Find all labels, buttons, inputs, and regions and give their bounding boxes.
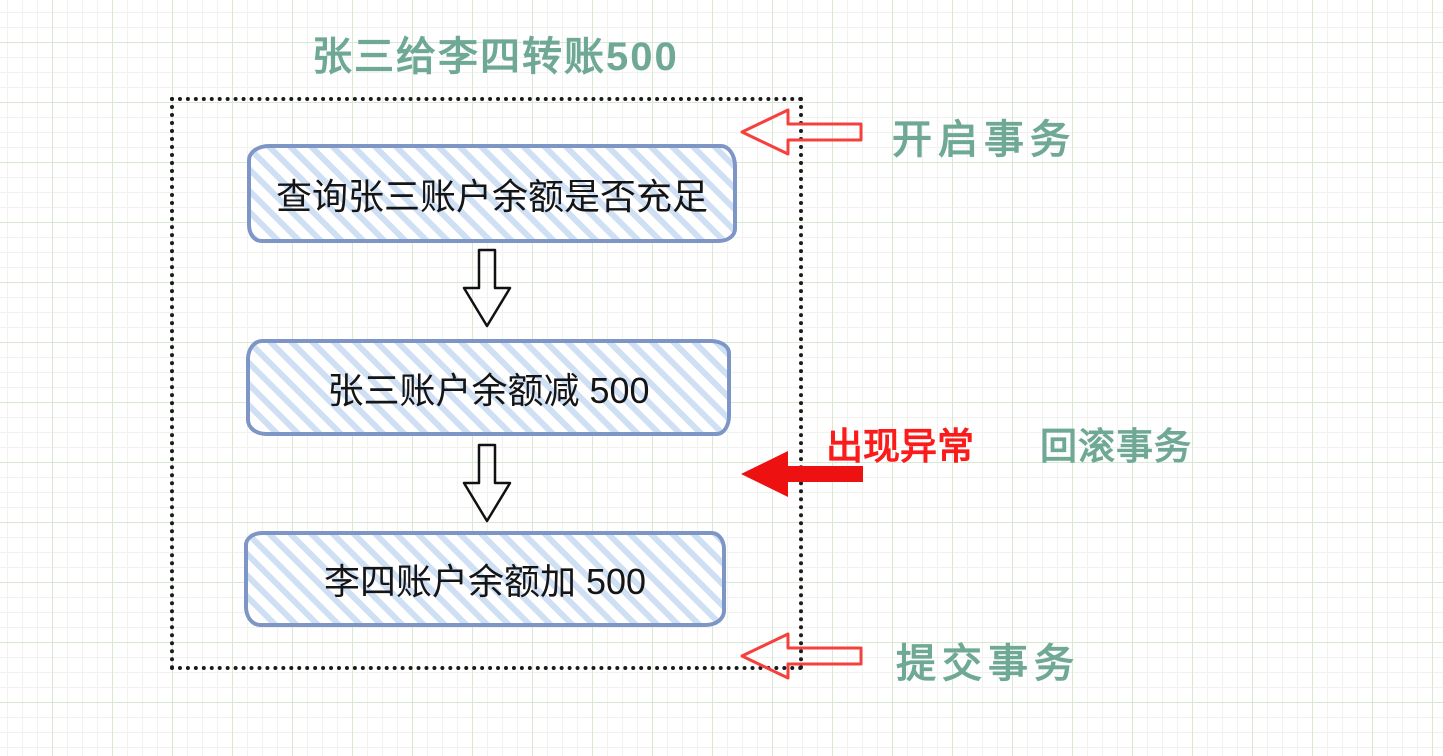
- exception-label: 出现异常: [826, 426, 974, 467]
- step-debit-zhangsan-label: 张三账户余额减 500: [327, 369, 650, 411]
- commit-transaction-left-arrow-icon: [740, 632, 863, 680]
- step-debit-zhangsan: 张三账户余额减 500: [246, 339, 731, 436]
- begin-transaction-label: 开启事务: [892, 118, 1076, 162]
- step-check-balance: 查询张三账户余额是否充足: [247, 144, 737, 243]
- step-credit-lisi-label: 李四账户余额加 500: [323, 561, 647, 602]
- down-arrow-icon: [462, 443, 512, 523]
- transaction-boundary-box: [170, 97, 803, 670]
- step-check-balance-label: 查询张三账户余额是否充足: [275, 175, 708, 217]
- rollback-solid-left-arrow-icon: [741, 451, 863, 497]
- down-arrow-icon: [462, 248, 512, 328]
- step-credit-lisi: 李四账户余额加 500: [244, 531, 726, 627]
- begin-transaction-left-arrow-icon: [740, 108, 863, 156]
- diagram-title: 张三给李四转账500: [312, 35, 679, 79]
- commit-transaction-label: 提交事务: [896, 642, 1080, 686]
- rollback-transaction-label: 回滚事务: [1040, 426, 1192, 467]
